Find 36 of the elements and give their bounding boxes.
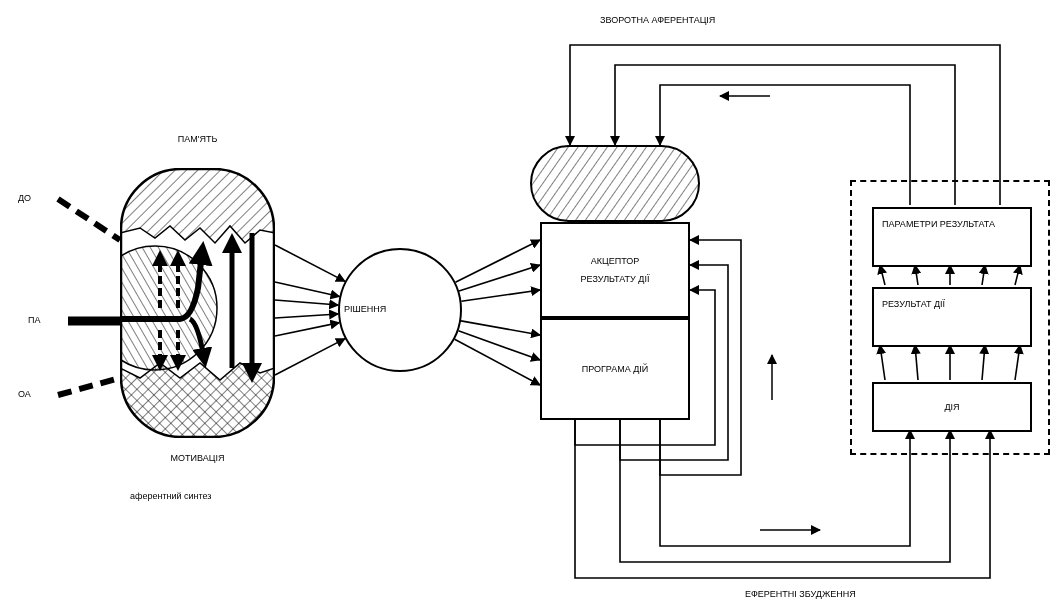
arrow (619, 260, 729, 461)
arrow (565, 44, 1001, 206)
arrow (454, 239, 541, 284)
decision-label: РІШЕННЯ (344, 303, 387, 317)
arrow (659, 235, 742, 476)
arrow (655, 84, 911, 206)
arrow (453, 338, 541, 386)
box-label: ДІЯ (944, 401, 960, 414)
box-label: ПРОГРАМА ДІЙ (581, 362, 649, 376)
box-label: РЕЗУЛЬТАТ ДІЇ (882, 298, 946, 311)
arrow (659, 419, 915, 547)
motivation-label: МОТИВАЦІЯ (170, 454, 225, 463)
arrow (274, 299, 340, 310)
box-label: АКЦЕПТОР РЕЗУЛЬТАТУ ДІЇ (579, 255, 651, 286)
arrow (610, 64, 956, 206)
afferent-label: ОА (18, 386, 58, 404)
synthesis-label: аферентний синтез (130, 490, 212, 503)
process-box (540, 222, 690, 318)
arrow (457, 330, 541, 362)
arrow (574, 285, 716, 446)
box-label: ПАРАМЕТРИ РЕЗУЛЬТАТА (882, 218, 996, 231)
arrow (574, 419, 995, 579)
afferent-label: ПА (28, 312, 68, 330)
arrow (458, 263, 541, 292)
arrow (274, 244, 346, 283)
arrow (274, 309, 340, 320)
process-box (872, 207, 1032, 267)
afferent-label: ДО (18, 190, 58, 208)
process-box (872, 382, 1032, 432)
arrow (619, 419, 955, 563)
memory-label: ПАМ'ЯТЬ (177, 135, 218, 144)
feedback-label: ЗВОРОТНА АФЕРЕНТАЦІЯ (600, 14, 716, 27)
process-box (872, 287, 1032, 347)
process-box (540, 318, 690, 420)
dashed-frame (850, 180, 1050, 455)
efferent-label: ЕФЕРЕНТНІ ЗБУДЖЕННЯ (745, 588, 856, 601)
